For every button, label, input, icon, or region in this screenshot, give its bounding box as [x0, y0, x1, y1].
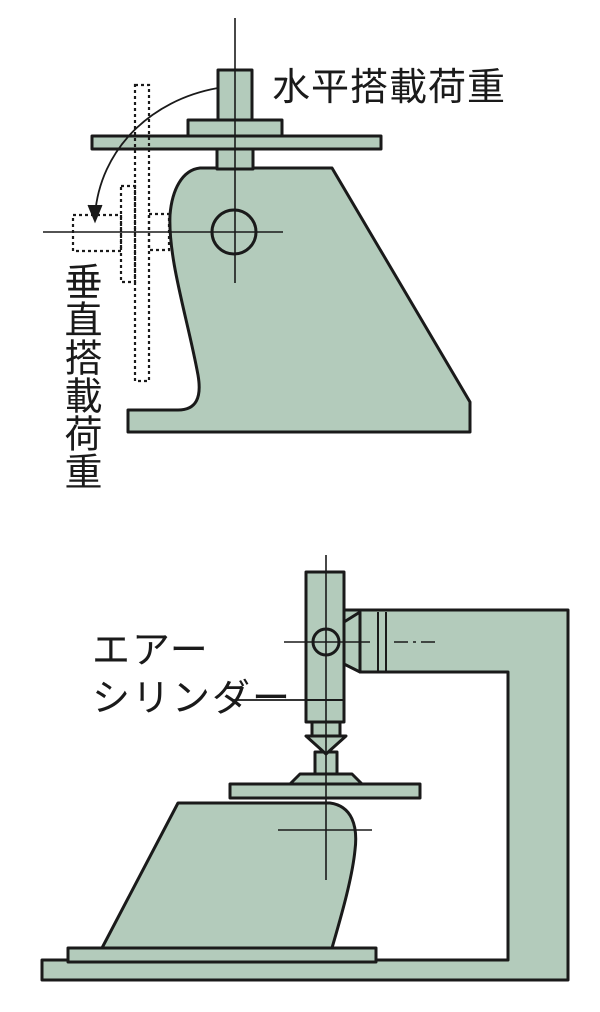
base-plate — [66, 946, 378, 964]
rotated-plate — [133, 83, 151, 383]
c-frame — [40, 608, 570, 982]
cylinder-details — [306, 612, 387, 701]
bottom-figure — [40, 570, 570, 982]
rotation-arrow — [87, 87, 219, 224]
air-cylinder-label: エアー シリンダー — [92, 626, 292, 722]
horizontal-load-label: 水平搭載荷重 — [272, 65, 507, 109]
rotated-shaft-top — [71, 213, 123, 253]
air-cylinder-label-line2: シリンダー — [92, 676, 293, 720]
rotated-upper-block — [119, 184, 137, 284]
angle-bracket-body — [126, 166, 472, 434]
angle-bracket-body-bottom — [100, 801, 358, 950]
vertical-load-label: 垂直搭載荷重 — [58, 262, 102, 490]
top-centerlines — [43, 18, 283, 283]
test-table-plate — [228, 782, 422, 800]
air-cylinder-label-line1: エアー — [92, 628, 210, 672]
table-plate — [90, 134, 383, 151]
bottom-centerlines — [278, 555, 438, 880]
